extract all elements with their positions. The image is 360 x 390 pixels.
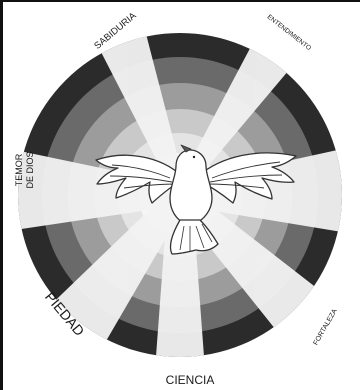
label-fortaleza: FORTALEZA [313, 308, 340, 347]
frame-border-top [0, 0, 360, 2]
frame-border-left [0, 0, 3, 390]
dove-body [170, 150, 212, 224]
label-temor: TEMOR [14, 153, 24, 186]
label-de-dios: DE DIOS [25, 151, 35, 188]
label-ciencia: CIENCIA [166, 373, 215, 387]
label-entendimiento: ENTENDIMIENTO [266, 14, 313, 53]
